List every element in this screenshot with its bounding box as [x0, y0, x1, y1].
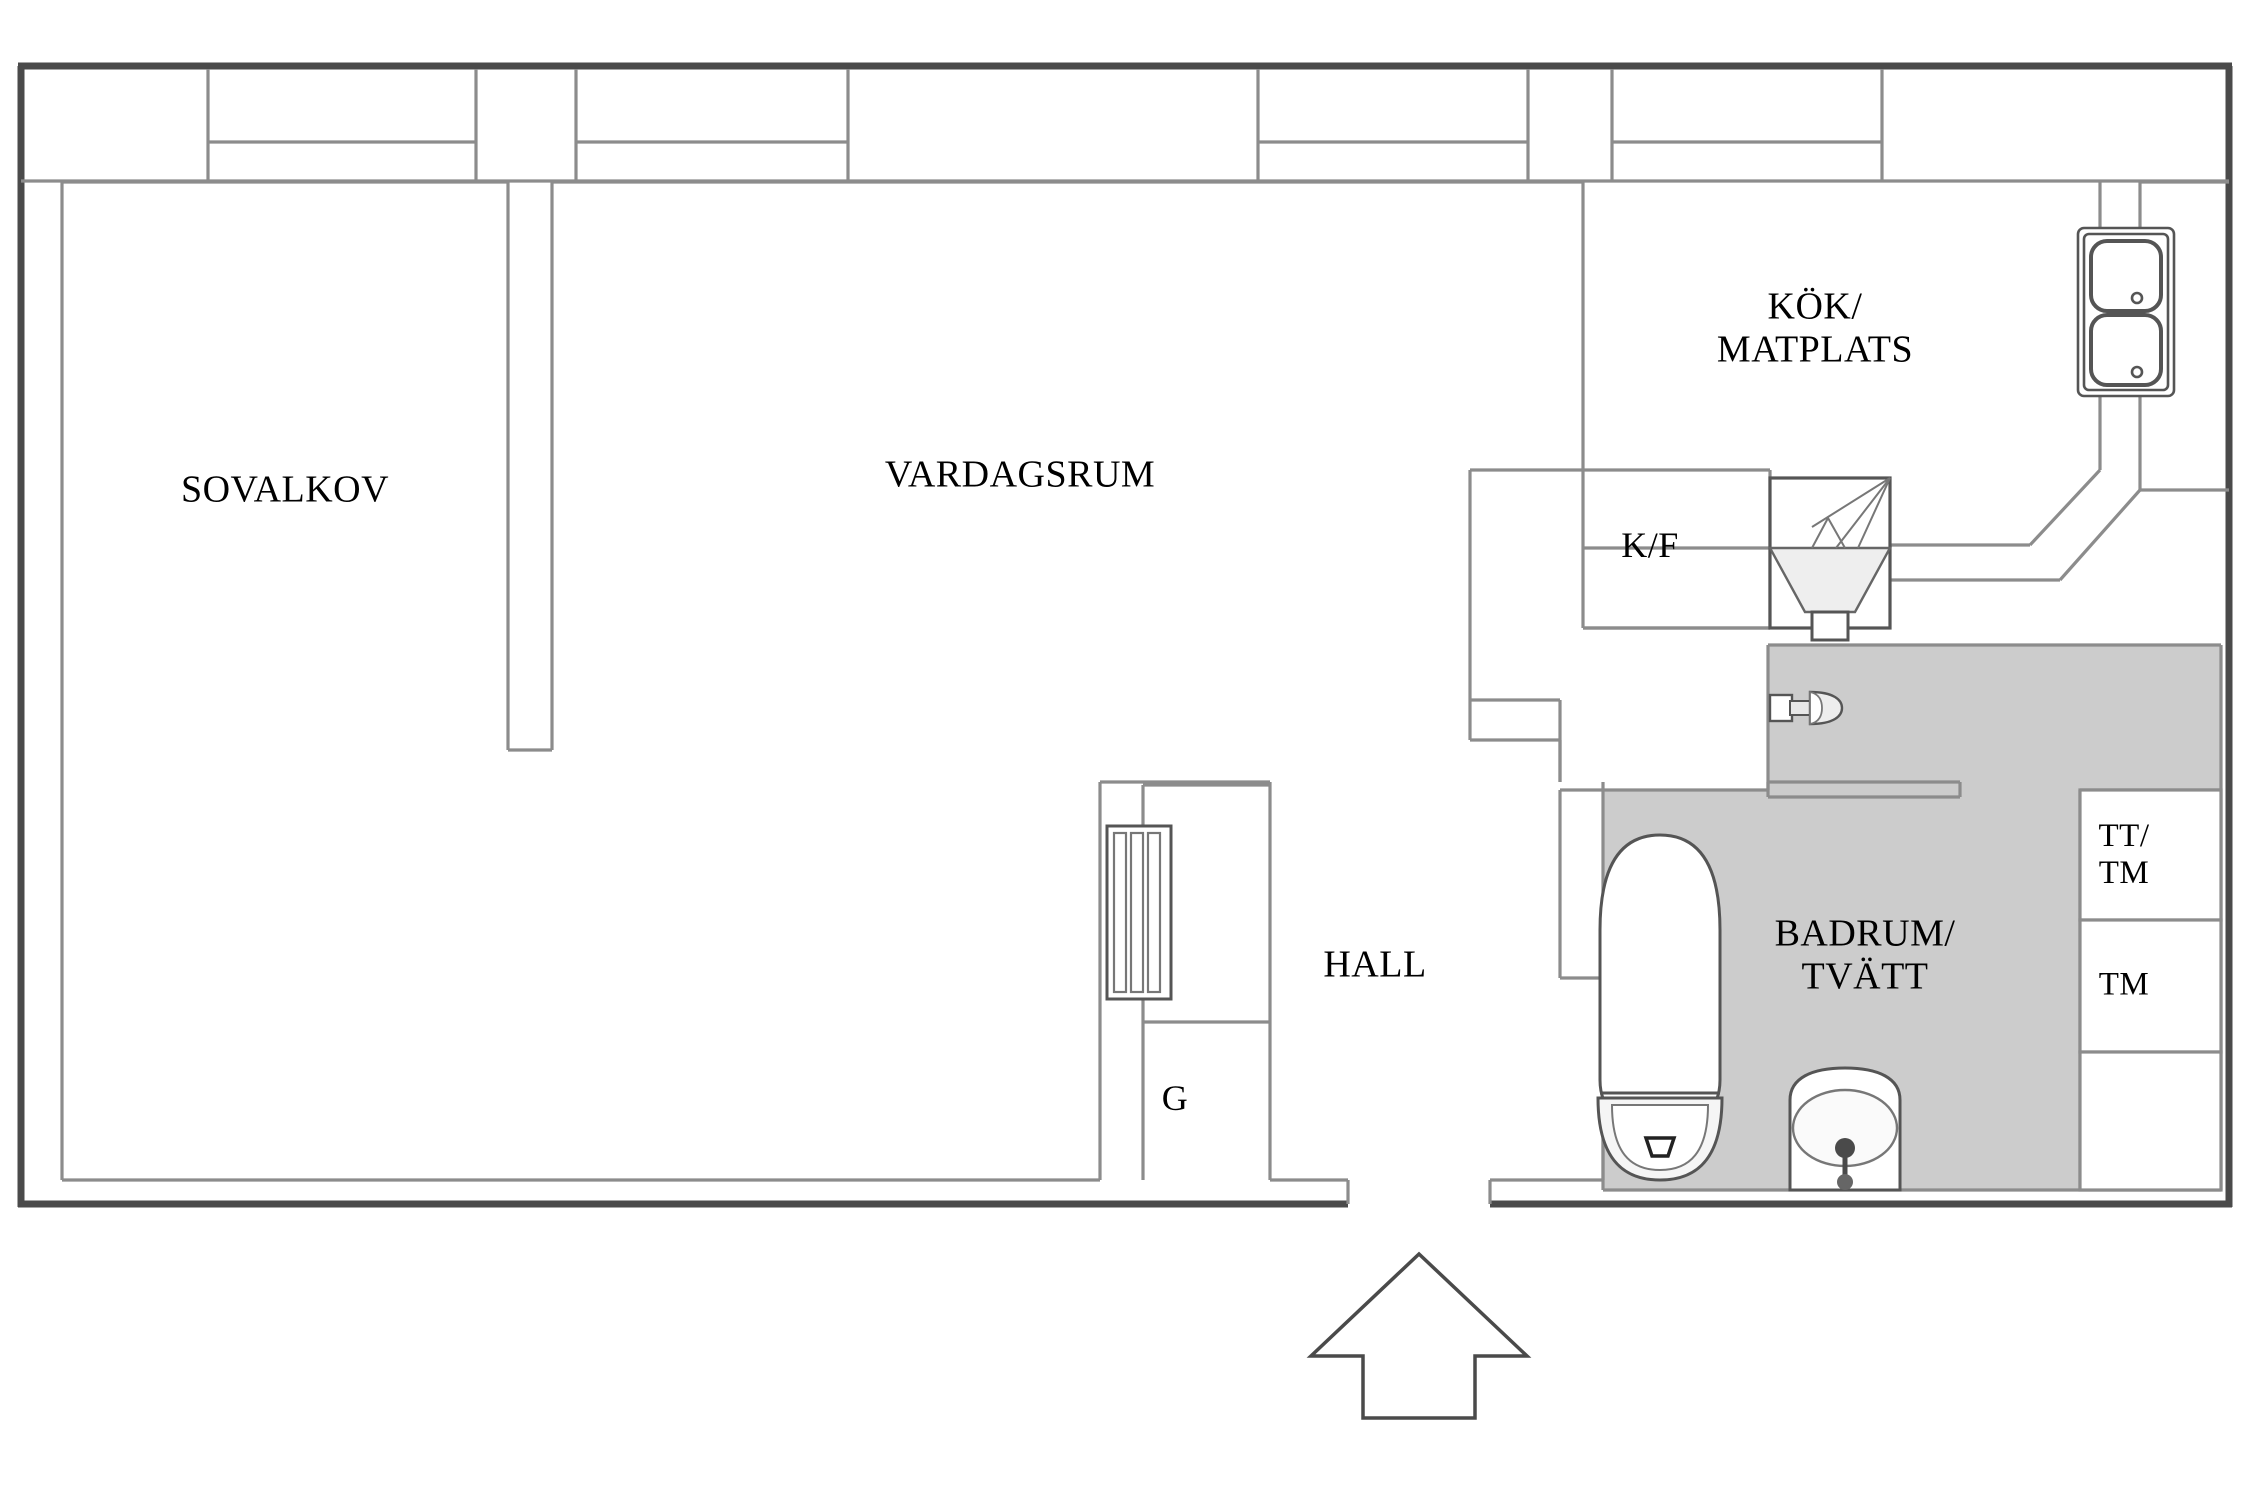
appliance-boxes	[2078, 788, 2223, 1192]
tt-tm-box	[2078, 788, 2223, 922]
toilet-fixture	[1596, 833, 1724, 1182]
sink-drain-upper	[2130, 291, 2144, 305]
counter-outer-edge-diagonal	[2058, 488, 2142, 582]
radiator-fin-1	[1112, 831, 1128, 994]
shower-rose-shade	[1809, 690, 1823, 726]
hood-duct	[1810, 610, 1850, 642]
stove-hood-fixture	[1767, 476, 1893, 642]
shower-arm	[1789, 700, 1813, 716]
hood-cone	[1767, 546, 1893, 614]
sink-drain-lower	[2130, 365, 2144, 379]
counter-inner-edge-diagonal	[2028, 468, 2102, 547]
shower-zone-fill	[1768, 645, 2221, 790]
empty-appliance-box	[2078, 1050, 2223, 1192]
sink-inner-rim	[2082, 232, 2170, 392]
radiator-fin-3	[1146, 831, 1162, 994]
shower-wall-plate	[1768, 693, 1794, 723]
washbasin-faucet-base	[1837, 1174, 1853, 1190]
tm-box	[2078, 918, 2223, 1054]
entrance-direction-arrow	[1306, 1251, 1532, 1420]
hood-hatch-lines	[1811, 477, 1891, 549]
shower-head-fixture	[1768, 690, 1844, 726]
sink-basin-upper	[2089, 239, 2163, 313]
washbasin-fixture	[1788, 1066, 1902, 1192]
kitchen-sink-fixture	[2076, 226, 2176, 398]
toilet-bowl	[1598, 833, 1722, 1130]
radiator-fixture	[1105, 824, 1173, 1001]
sink-basin-lower	[2089, 313, 2163, 387]
radiator-fin-2	[1129, 831, 1145, 994]
outer-walls	[17, 62, 2233, 1208]
toilet-flush-hole	[1643, 1136, 1677, 1158]
